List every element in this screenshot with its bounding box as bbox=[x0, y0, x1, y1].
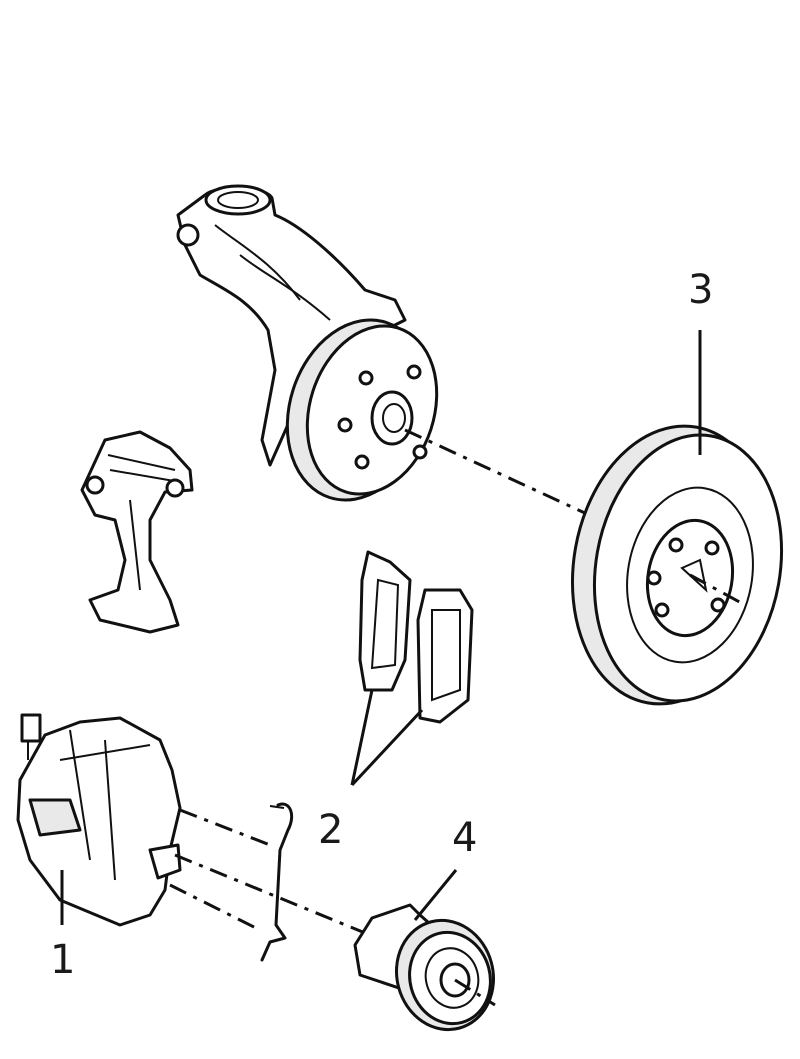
brake-pads bbox=[358, 550, 474, 724]
wheel-bearing bbox=[353, 903, 496, 1032]
bolt-line-lower bbox=[169, 883, 261, 932]
callout-label-2: 2 bbox=[318, 807, 344, 853]
callout-label-4: 4 bbox=[452, 815, 478, 861]
brake-caliper bbox=[16, 713, 182, 927]
brake-disc bbox=[570, 424, 784, 706]
wheel-hub bbox=[285, 318, 439, 502]
leader-line-2 bbox=[350, 689, 424, 787]
bolt-line-middle bbox=[174, 853, 371, 937]
bearing-axis-line bbox=[454, 978, 496, 1007]
disc-axis-line bbox=[689, 573, 746, 607]
callout-label-1: 1 bbox=[50, 937, 76, 983]
hub-axis-line bbox=[404, 428, 601, 522]
callout-label-3: 3 bbox=[688, 267, 714, 313]
caliper-carrier bbox=[80, 430, 194, 634]
spring-clip bbox=[260, 802, 294, 962]
steering-knuckle bbox=[176, 184, 407, 467]
leader-line-4 bbox=[413, 869, 458, 921]
bolt-line-upper bbox=[179, 808, 271, 847]
